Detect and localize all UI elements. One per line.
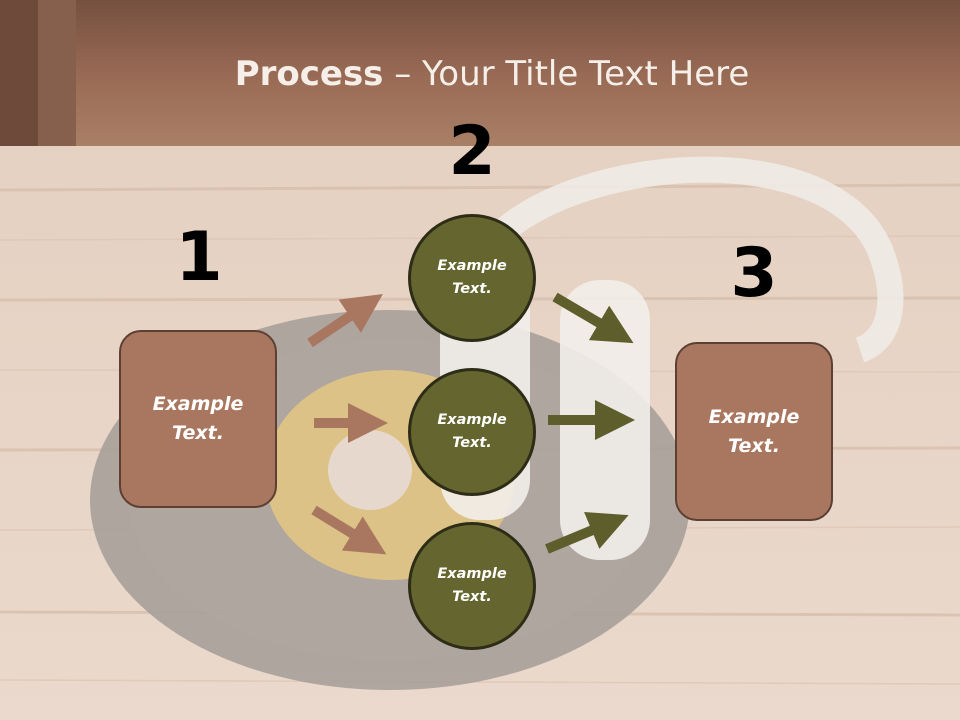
title-rest: – Your Title Text Here [383, 54, 750, 94]
step-1-text: Example Text. [152, 393, 244, 444]
arrow-2a-to-3 [552, 292, 634, 344]
slide-title: Process – Your Title Text Here [0, 52, 960, 96]
step-3-box: Example Text. [675, 342, 833, 521]
title-bold: Process [234, 54, 384, 94]
step-2-circle-top: Example Text. [408, 214, 536, 342]
step-2-circle-text: Example Text. [437, 412, 507, 451]
arrow-1-to-2a [307, 293, 383, 348]
title-bar: Process – Your Title Text Here [0, 0, 960, 146]
step-2-circle-text: Example Text. [437, 258, 507, 297]
step-2-circle-middle: Example Text. [408, 368, 536, 496]
header-accent-strip [38, 0, 76, 146]
step-3-text: Example Text. [708, 405, 800, 457]
header-accent-strip [0, 0, 38, 146]
arrow-1-to-2c [311, 505, 387, 555]
step-number-1: 1 [175, 218, 223, 297]
step-1-box: Example Text. [119, 330, 277, 508]
step-number-2: 2 [448, 112, 496, 191]
step-2-circle-text: Example Text. [437, 566, 507, 605]
arrow-2c-to-3 [545, 511, 629, 554]
step-2-circle-bottom: Example Text. [408, 522, 536, 650]
step-number-3: 3 [730, 234, 778, 313]
